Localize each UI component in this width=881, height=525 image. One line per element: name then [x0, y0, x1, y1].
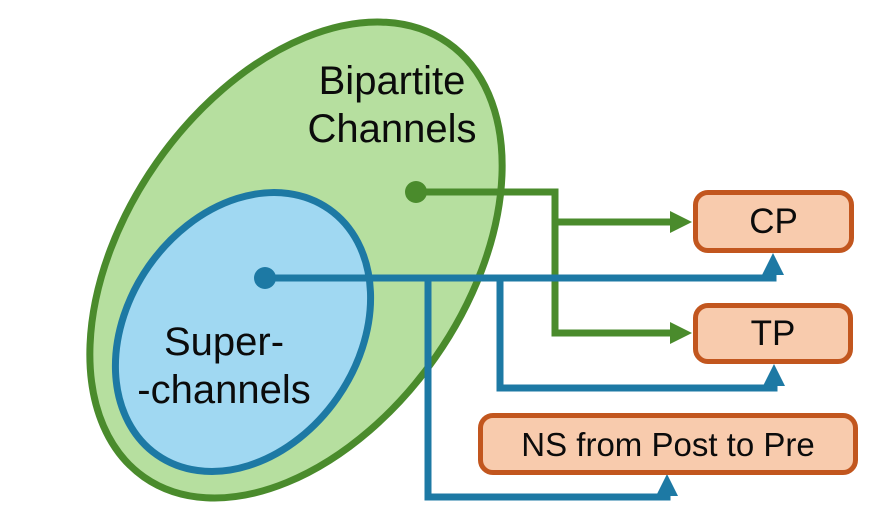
green-connector-to-tp: [416, 188, 673, 337]
cp-node-box: CP: [693, 190, 854, 253]
green-arrowhead-tp: [670, 322, 692, 344]
bipartite-label-line1: Bipartite: [318, 59, 466, 103]
blue-arrowhead-tp: [763, 364, 785, 386]
cp-node-label: CP: [749, 202, 798, 241]
super-label-line1: Super-: [163, 320, 285, 364]
ns-node-box: NS from Post to Pre: [478, 413, 858, 475]
super-channels-label: Super- -channels: [94, 318, 354, 414]
bipartite-channels-label: Bipartite Channels: [242, 57, 542, 153]
super-channels-ellipse: [111, 189, 375, 475]
super-label-line2: -channels: [137, 368, 311, 412]
blue-arrowhead-cp: [762, 253, 784, 275]
green-arrowhead-cp: [670, 211, 692, 233]
blue-arrowhead-ns: [656, 474, 678, 496]
ns-node-label: NS from Post to Pre: [521, 425, 815, 463]
bipartite-label-line2: Channels: [307, 107, 477, 151]
tp-node-label: TP: [750, 314, 796, 353]
bipartite-origin-dot: [405, 181, 427, 203]
super-origin-dot: [254, 267, 276, 289]
tp-node-box: TP: [693, 303, 853, 364]
